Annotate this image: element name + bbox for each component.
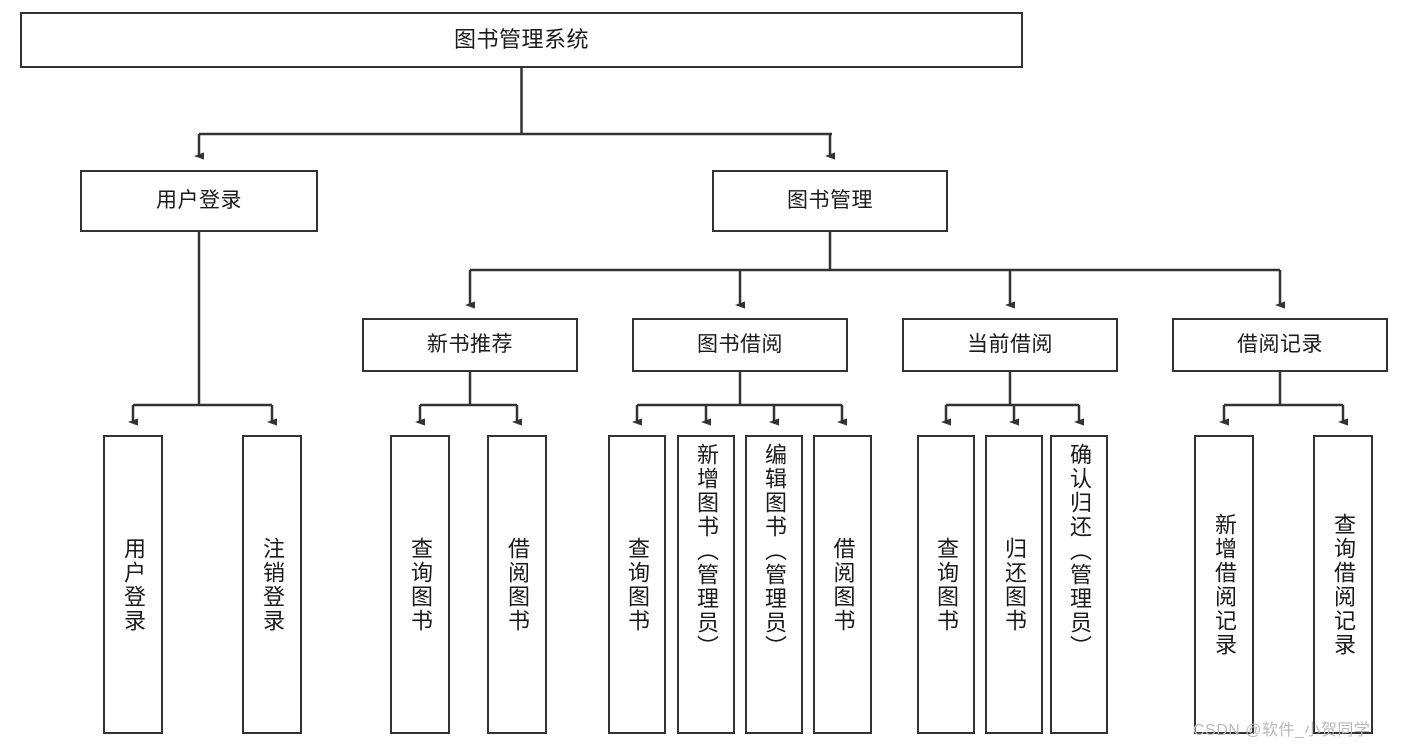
node-leaf-return-book-label: 归还图书 [1002,536,1027,633]
node-book-management-label: 图书管理 [787,188,873,212]
node-leaf-query-book-borrow[interactable]: 查询图书 [608,435,666,734]
node-leaf-borrow-book-recommend[interactable]: 借阅图书 [487,435,547,734]
node-leaf-confirm-return-admin[interactable]: 确认归还（管理员） [1050,435,1108,734]
node-leaf-user-login-label: 用户登录 [121,536,146,633]
node-new-book-recommend[interactable]: 新书推荐 [362,318,578,372]
node-leaf-query-book-recommend[interactable]: 查询图书 [390,435,450,734]
node-leaf-borrow-book-label: 借阅图书 [830,536,856,633]
node-borrow-records[interactable]: 借阅记录 [1172,318,1388,372]
node-current-borrow-label: 当前借阅 [967,332,1053,356]
node-leaf-add-borrow-record[interactable]: 新增借阅记录 [1194,435,1254,734]
node-leaf-user-login[interactable]: 用户登录 [103,435,163,734]
node-leaf-query-book-recommend-label: 查询图书 [408,536,433,633]
node-book-management[interactable]: 图书管理 [712,170,948,232]
node-leaf-query-book-current[interactable]: 查询图书 [917,435,975,734]
node-book-borrow-label: 图书借阅 [697,332,783,356]
node-leaf-return-book[interactable]: 归还图书 [985,435,1043,734]
node-leaf-query-book-borrow-label: 查询图书 [625,536,650,633]
node-current-borrow[interactable]: 当前借阅 [902,318,1118,372]
node-leaf-logout-label: 注销登录 [260,536,285,633]
node-leaf-edit-book-admin-label: 编辑图书（管理员） [762,443,787,659]
node-leaf-confirm-return-admin-label: 确认归还（管理员） [1067,443,1092,659]
node-leaf-add-borrow-record-label: 新增借阅记录 [1212,512,1237,657]
node-leaf-add-book-admin-label: 新增图书（管理员） [694,443,719,659]
node-borrow-records-label: 借阅记录 [1237,332,1323,356]
node-user-login[interactable]: 用户登录 [80,170,318,232]
node-leaf-borrow-book-recommend-label: 借阅图书 [505,536,530,633]
node-leaf-query-borrow-record-label: 查询借阅记录 [1331,512,1356,657]
node-leaf-logout[interactable]: 注销登录 [242,435,302,734]
node-root-label: 图书管理系统 [453,27,589,53]
node-book-borrow[interactable]: 图书借阅 [632,318,848,372]
node-new-book-recommend-label: 新书推荐 [427,332,513,356]
node-root[interactable]: 图书管理系统 [20,12,1023,68]
node-leaf-query-book-current-label: 查询图书 [934,536,959,633]
node-leaf-query-borrow-record[interactable]: 查询借阅记录 [1313,435,1373,734]
csdn-watermark: CSDN @软件_小贺同学 [1193,722,1371,739]
node-user-login-label: 用户登录 [156,188,242,212]
node-leaf-add-book-admin[interactable]: 新增图书（管理员） [677,435,735,734]
node-leaf-borrow-book[interactable]: 借阅图书 [813,435,872,734]
node-leaf-edit-book-admin[interactable]: 编辑图书（管理员） [745,435,803,734]
